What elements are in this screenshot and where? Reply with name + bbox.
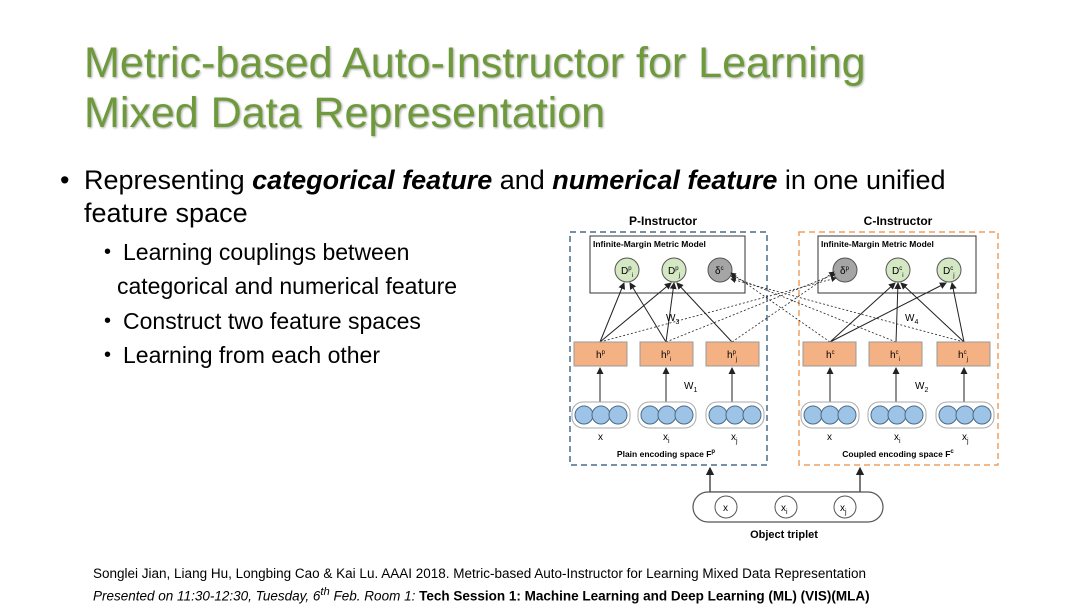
- title-line-2: Mixed Data Representation: [84, 89, 606, 137]
- svg-text:hcj: hcj: [958, 350, 968, 363]
- svg-text:xj: xj: [962, 432, 969, 445]
- svg-text:hp: hp: [596, 350, 606, 361]
- c-distance-node-j: Dcj: [936, 257, 962, 283]
- bullet-text-pre: Representing: [84, 165, 253, 195]
- sub-bullet-dot: •: [104, 344, 112, 366]
- object-triplet-label: Object triplet: [750, 529, 818, 541]
- coupled-space-frame: [798, 231, 999, 466]
- svg-text:xi: xi: [663, 432, 670, 445]
- plain-space-frame: [569, 231, 768, 466]
- svg-text:Dpj: Dpj: [668, 266, 680, 279]
- title-line-1: Metric-based Auto-Instructor for Learnin…: [84, 39, 866, 87]
- triplet-arrows: [705, 466, 865, 493]
- sub-bullet-text: Construct two feature spaces: [123, 308, 421, 334]
- svg-text:hpj: hpj: [727, 350, 737, 363]
- svg-text:x: x: [723, 503, 728, 514]
- svg-text:x: x: [598, 432, 603, 443]
- p-input-groups: [571, 401, 765, 429]
- svg-text:Dci: Dci: [892, 266, 904, 279]
- c-instructor-title: C-Instructor: [864, 214, 933, 228]
- bullet-dot: •: [60, 165, 70, 195]
- plain-space-label: Plain encoding space Fp: [617, 449, 715, 459]
- session-name: Tech Session 1: Machine Learning and Dee…: [419, 588, 870, 604]
- svg-text:xi: xi: [894, 432, 901, 445]
- c-metric-model-label: Infinite-Margin Metric Model: [821, 239, 934, 249]
- object-triplet: x xi xj: [692, 491, 884, 523]
- svg-text:hpi: hpi: [661, 350, 671, 363]
- reference-line-2: Presented on 11:30-12:30, Tuesday, 6th F…: [93, 583, 870, 606]
- bullet-emphasis-numerical: numerical feature: [552, 165, 778, 195]
- sub-bullet-dot: •: [104, 310, 112, 332]
- svg-text:Dcj: Dcj: [943, 266, 955, 279]
- svg-text:xj: xj: [840, 503, 847, 516]
- p-metric-arrows: [599, 282, 733, 343]
- w4-label: W4: [905, 313, 918, 326]
- sub-bullet-dot: •: [104, 241, 112, 263]
- sub-bullet-text: Learning from each other: [123, 342, 380, 368]
- c-distance-node-i: Dci: [885, 257, 911, 283]
- svg-text:hci: hci: [890, 350, 900, 363]
- cross-instructor-arrows: [599, 271, 965, 343]
- w3-label: W3: [666, 313, 679, 326]
- presentation-time: Presented on 11:30-12:30, Tuesday, 6: [93, 588, 321, 604]
- slide-title: Metric-based Auto-Instructor for Learnin…: [84, 38, 1044, 138]
- presentation-room: Feb. Room 1:: [329, 588, 420, 604]
- date-suffix: th: [320, 586, 330, 598]
- p-distance-node-i: Dpi: [614, 257, 640, 283]
- p-delta-node: δc: [707, 257, 733, 283]
- p-metric-model-label: Infinite-Margin Metric Model: [593, 239, 706, 249]
- p-hidden-layer: hp hpi hpj: [573, 341, 760, 367]
- sub-bullet-1-continuation: categorical and numerical feature: [117, 273, 458, 299]
- p-distance-node-j: Dpj: [661, 257, 687, 283]
- main-bullet-text: Representing categorical feature and num…: [84, 164, 1014, 230]
- c-hidden-layer: hc hci hcj: [802, 341, 991, 367]
- sub-bullet-text: Learning couplings between: [123, 239, 410, 265]
- svg-text:δc: δc: [715, 266, 724, 277]
- w2-label: W2: [915, 381, 928, 394]
- svg-text:xj: xj: [731, 432, 738, 445]
- reference-line-1: Songlei Jian, Liang Hu, Longbing Cao & K…: [93, 566, 866, 581]
- svg-text:xi: xi: [781, 503, 788, 516]
- c-delta-node: δp: [832, 257, 858, 283]
- c-input-groups: [800, 401, 995, 429]
- w1-label: W1: [684, 381, 697, 394]
- svg-text:x: x: [827, 432, 832, 443]
- encoding-arrows: [596, 367, 968, 402]
- architecture-diagram: P-Instructor C-Instructor Infinite-Margi…: [569, 214, 999, 541]
- p-instructor-title: P-Instructor: [629, 214, 697, 228]
- bullet-text-post: in one unified feature space: [84, 165, 946, 228]
- bullet-emphasis-categorical: categorical feature: [252, 165, 493, 195]
- svg-text:δp: δp: [840, 266, 850, 277]
- input-labels: x xi xj x xi xj: [598, 432, 969, 445]
- bullet-text-mid: and: [492, 165, 553, 195]
- svg-text:hc: hc: [826, 350, 835, 361]
- svg-text:Dpi: Dpi: [621, 266, 633, 279]
- c-metric-arrows: [829, 282, 965, 343]
- coupled-space-label: Coupled encoding space Fc: [842, 449, 954, 459]
